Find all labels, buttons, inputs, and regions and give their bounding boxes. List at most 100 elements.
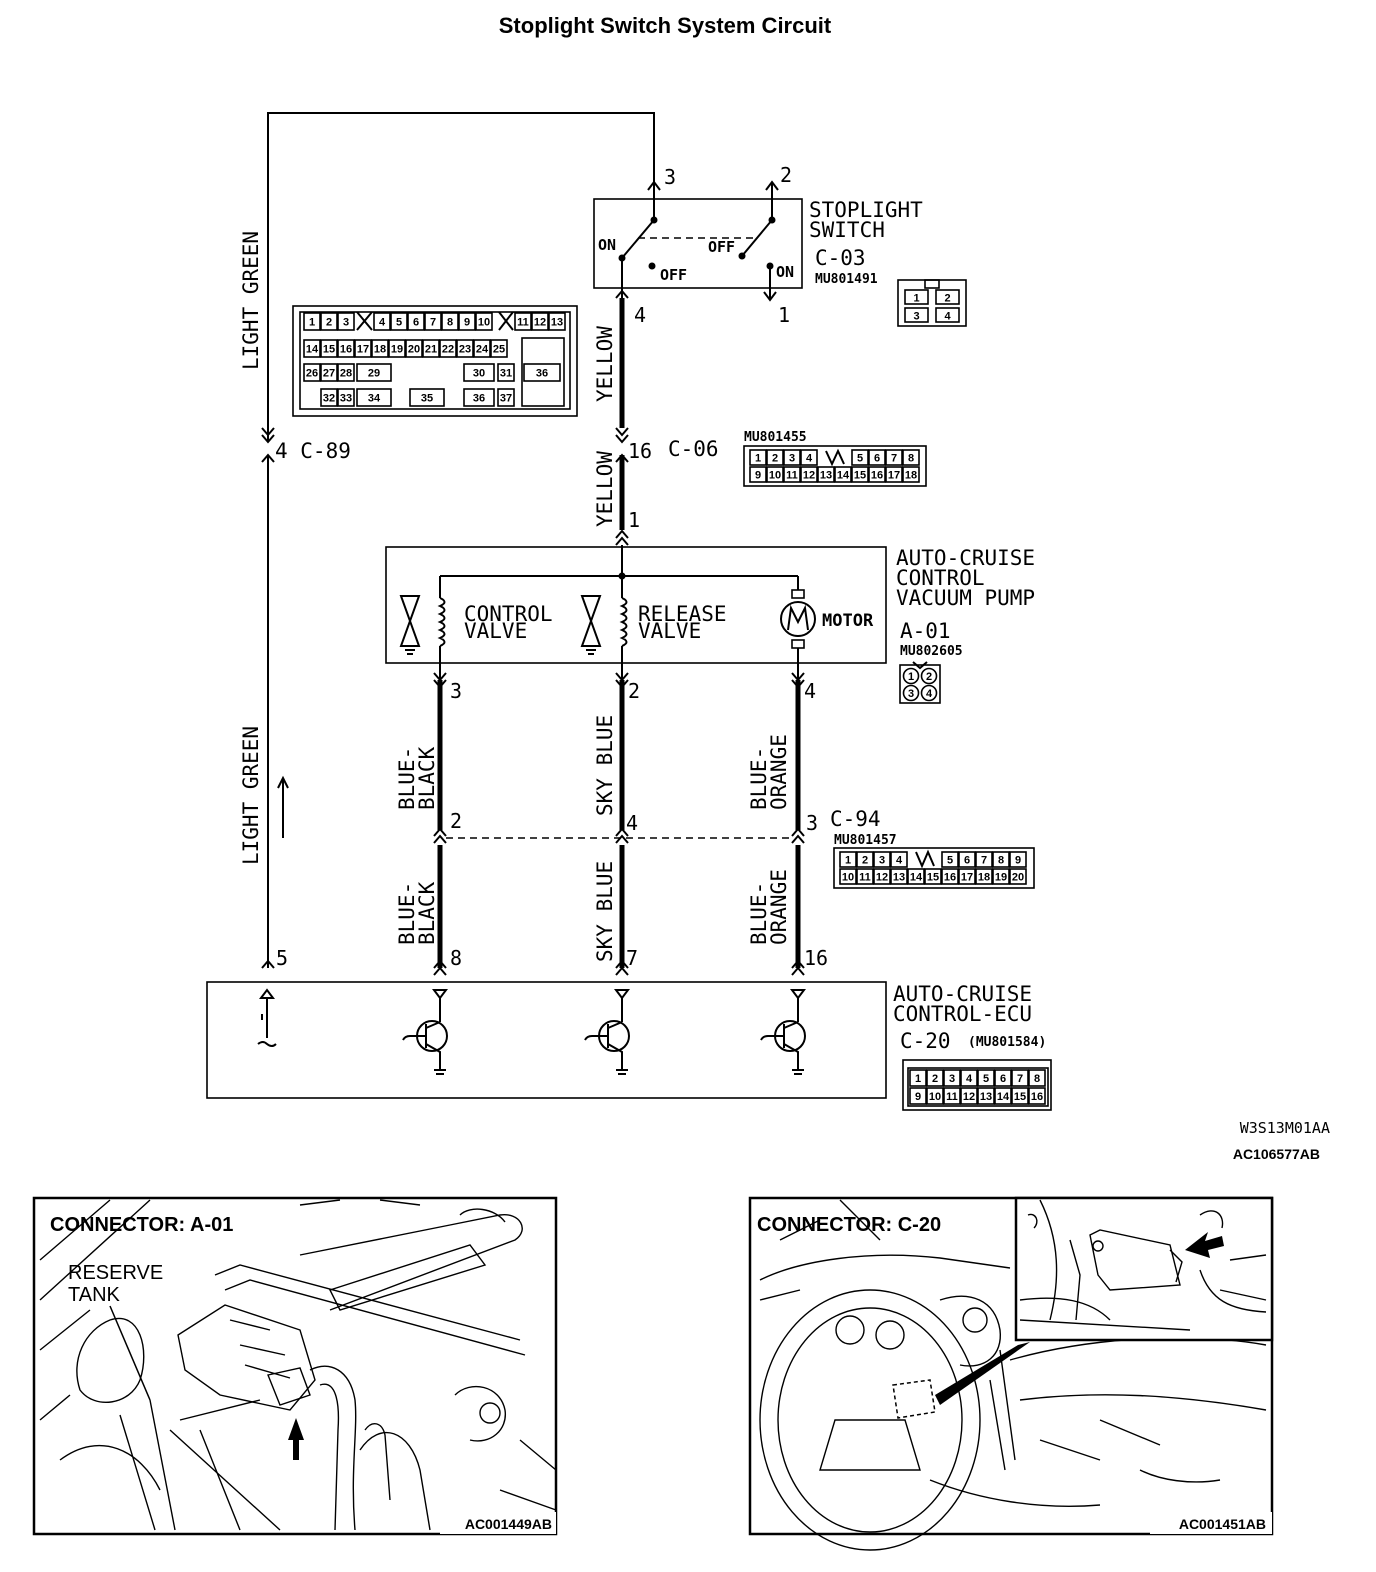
panel-right-code: AC001451AB xyxy=(1179,1516,1266,1532)
c94-pin: 3 xyxy=(879,855,885,867)
light-green-label-upper: LIGHT GREEN xyxy=(239,231,263,370)
signal-wires xyxy=(433,672,805,976)
c20-cell xyxy=(977,1087,995,1105)
c89-pin: 29 xyxy=(368,368,380,380)
c89-pin: 32 xyxy=(323,393,335,405)
c06-cell xyxy=(783,449,801,466)
a01-pin: 3 xyxy=(908,688,914,700)
c94-cell xyxy=(992,851,1010,868)
vacuum-pump-name-1: AUTO-CRUISE xyxy=(896,546,1035,570)
c06-cell xyxy=(783,466,801,483)
c89-cell xyxy=(371,339,389,358)
c89-cell xyxy=(531,312,549,331)
c94-pin: 5 xyxy=(947,855,953,867)
c94-cell xyxy=(873,868,891,885)
c94-pin: 2 xyxy=(862,855,868,867)
c06-cell xyxy=(885,466,903,483)
transistor-ring xyxy=(416,1020,448,1052)
pump-pin-2: 2 xyxy=(628,679,640,703)
transistor-icon xyxy=(584,989,630,1075)
transistor-ring xyxy=(774,1020,806,1052)
ecu-pin-7: 7 xyxy=(626,946,638,970)
c89-pin: 6 xyxy=(413,317,419,329)
transistor-icon xyxy=(402,989,448,1075)
blue-orange-upper-1: BLUE- xyxy=(747,747,771,810)
ecu-name-1: AUTO-CRUISE xyxy=(893,982,1032,1006)
release-valve-1: RELEASE xyxy=(638,602,727,626)
yellow-wire xyxy=(615,289,629,575)
c94-cell xyxy=(992,868,1010,885)
c89-pin: 24 xyxy=(476,344,489,356)
ecu-name-2: CONTROL-ECU xyxy=(893,1002,1032,1026)
c20-pin: 10 xyxy=(929,1091,941,1103)
vacuum-pump-part: MU802605 xyxy=(900,644,963,659)
c89-pin: 3 xyxy=(343,317,349,329)
c89-pin: 23 xyxy=(459,344,471,356)
c89-cell xyxy=(388,339,406,358)
c89-cell xyxy=(320,312,338,331)
c06-cell xyxy=(851,449,869,466)
c06-pin: 1 xyxy=(755,453,761,465)
c89-cell xyxy=(303,363,321,382)
c89-cell xyxy=(373,312,391,331)
c03-pin: 1 xyxy=(913,293,919,305)
c89-cell xyxy=(337,363,355,382)
a01-cell xyxy=(920,684,938,702)
yellow-label-lower: YELLOW xyxy=(593,451,617,527)
c06-cell xyxy=(749,449,767,466)
c20-cell xyxy=(926,1069,944,1087)
c89-pin: 16 xyxy=(340,344,352,356)
c20-cell xyxy=(1028,1087,1046,1105)
c94-cell xyxy=(958,851,976,868)
c89-cell xyxy=(354,339,372,358)
c89-pin: 8 xyxy=(447,317,453,329)
c94-pin: 9 xyxy=(1015,855,1021,867)
c89-pin: 12 xyxy=(534,317,546,329)
c06-pin: 12 xyxy=(803,470,815,482)
switch-pin-3: 3 xyxy=(664,165,676,189)
c89-pin-label: 4 C-89 xyxy=(275,439,351,463)
c89-pin: 33 xyxy=(340,393,352,405)
vacuum-pump xyxy=(385,546,887,680)
light-green-label-lower: LIGHT GREEN xyxy=(239,726,263,865)
c94-cell xyxy=(941,868,959,885)
switch-on-left: ON xyxy=(598,236,616,254)
panel-right-title: CONNECTOR: C-20 xyxy=(757,1214,941,1236)
c89-cell xyxy=(303,312,321,331)
c06-pin: 15 xyxy=(854,470,866,482)
c94-pin: 11 xyxy=(859,872,871,884)
a01-cell xyxy=(920,667,938,685)
c89-cell xyxy=(390,312,408,331)
a01-pin: 1 xyxy=(908,671,914,683)
panel-left-label-1: RESERVE xyxy=(68,1262,163,1284)
ecu-box xyxy=(206,981,887,1099)
ecu-connector: C-20 xyxy=(900,1029,951,1053)
c89-cell xyxy=(337,339,355,358)
control-valve-2: VALVE xyxy=(464,619,527,643)
c06-pin: 5 xyxy=(857,453,863,465)
panel-left-code: AC001449AB xyxy=(465,1516,552,1532)
stoplight-switch xyxy=(593,180,803,304)
c89-cell xyxy=(475,312,493,331)
c89-cell xyxy=(320,388,338,407)
c89-pin: 15 xyxy=(323,344,335,356)
vacuum-pump-name-3: VACUUM PUMP xyxy=(896,586,1035,610)
blue-orange-lower-1: BLUE- xyxy=(747,882,771,945)
c89-cell xyxy=(407,312,425,331)
c89-pin: 1 xyxy=(309,317,315,329)
c89-pin: 2 xyxy=(326,317,332,329)
c89-pin: 10 xyxy=(478,317,490,329)
c89-cell xyxy=(523,363,561,382)
light-green-wire xyxy=(261,112,655,969)
c20-pin: 14 xyxy=(997,1091,1010,1103)
switch-pin-2: 2 xyxy=(780,163,792,187)
release-valve-2: VALVE xyxy=(638,619,701,643)
c89-pin: 36 xyxy=(536,368,548,380)
stoplight-switch-name-2: SWITCH xyxy=(809,218,885,242)
c89-pin: 9 xyxy=(464,317,470,329)
